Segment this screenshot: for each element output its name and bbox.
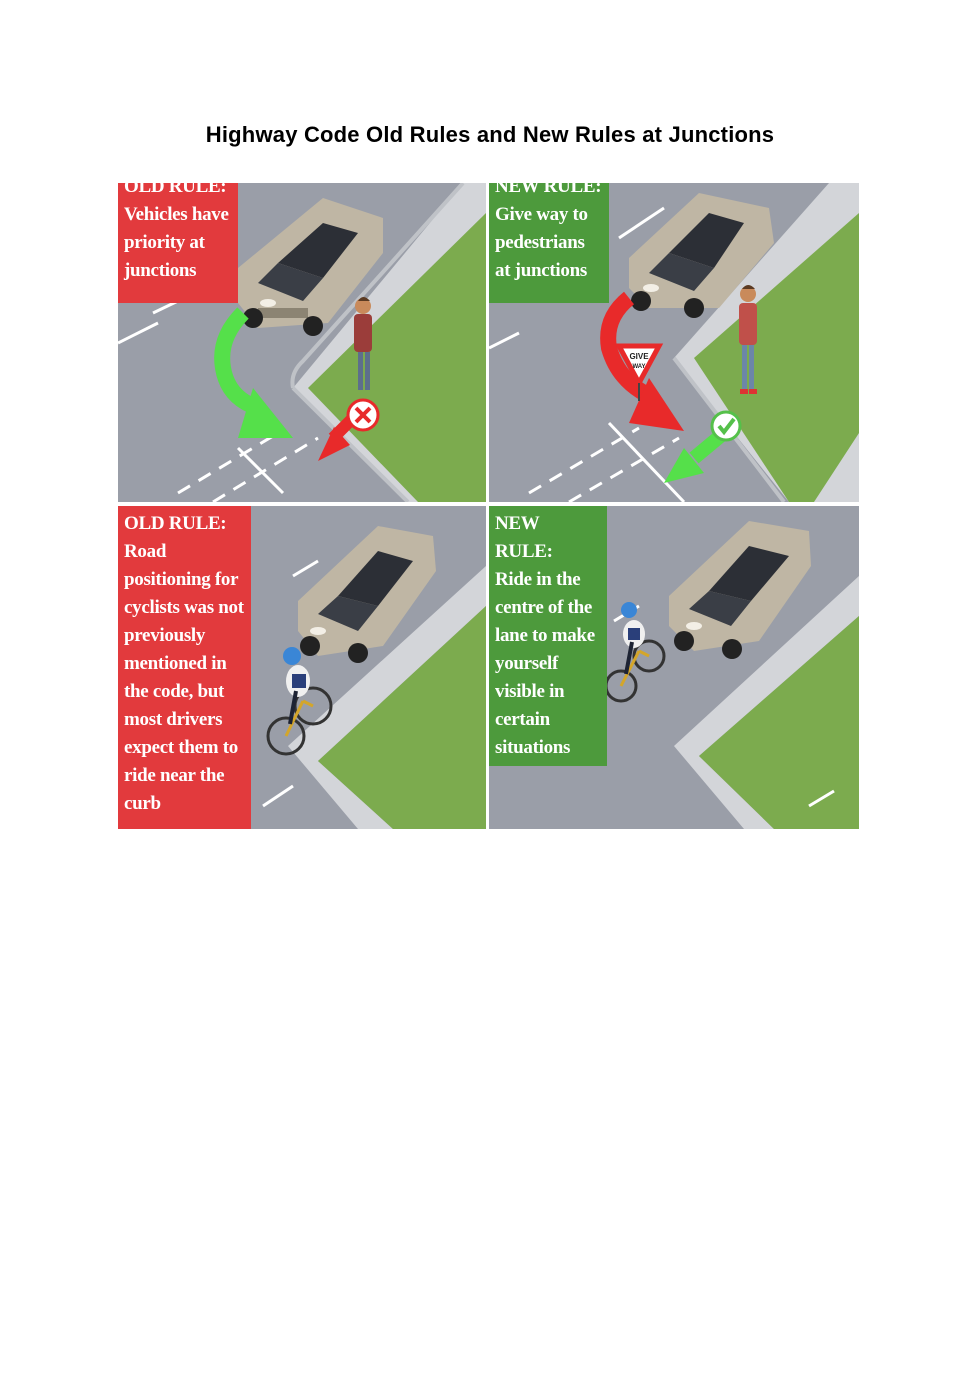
rule-heading: OLD RULE: (124, 513, 227, 534)
rule-label-old-2: OLD RULE: Road positioning for cyclists … (118, 506, 251, 829)
rule-heading: NEW RULE: (495, 513, 553, 562)
cross-icon (346, 398, 380, 432)
cyclist (266, 647, 333, 756)
illustration-grid: OLD RULE: Vehicles have priority at junc… (118, 183, 859, 829)
junction-scene: GIVE WAY (489, 183, 859, 502)
pedestrian (354, 297, 372, 390)
junction-scene (118, 183, 486, 502)
pedestrian (739, 285, 757, 394)
rule-heading: OLD RULE: (124, 183, 227, 197)
green-arrow (214, 307, 293, 438)
car (298, 526, 436, 663)
rule-text: Road positioning for cyclists was not pr… (124, 541, 244, 814)
rule-text: Give way to pedestrians at junctions (495, 204, 588, 281)
grass-area (694, 213, 859, 502)
give-way-sign: GIVE WAY (614, 343, 664, 401)
red-arrow (600, 291, 684, 431)
panel-new-rule-cyclist: NEW RULE: Ride in the centre of the lane… (489, 506, 859, 829)
car (238, 198, 383, 336)
rule-label-new-2: NEW RULE: Ride in the centre of the lane… (489, 506, 607, 766)
panel-old-rule-cyclist: OLD RULE: Road positioning for cyclists … (118, 506, 486, 829)
svg-text:WAY: WAY (632, 364, 645, 370)
check-icon (710, 410, 742, 442)
rule-text: Ride in the centre of the lane to make y… (495, 569, 595, 758)
rule-heading: NEW RULE: (495, 183, 602, 197)
grass-area (699, 616, 859, 829)
car (669, 521, 811, 659)
svg-text:GIVE: GIVE (629, 352, 649, 361)
car (629, 193, 774, 318)
rule-label-new-1: NEW RULE: Give way to pedestrians at jun… (489, 183, 609, 303)
grass-area (318, 606, 486, 829)
grass-area (308, 213, 486, 502)
cyclist (604, 602, 666, 703)
rule-text: Vehicles have priority at junctions (124, 204, 229, 281)
rule-label-old-1: OLD RULE: Vehicles have priority at junc… (118, 183, 238, 303)
panel-old-rule-junction: OLD RULE: Vehicles have priority at junc… (118, 183, 486, 502)
panel-new-rule-junction: GIVE WAY (489, 183, 859, 502)
page-title: Highway Code Old Rules and New Rules at … (205, 122, 775, 147)
